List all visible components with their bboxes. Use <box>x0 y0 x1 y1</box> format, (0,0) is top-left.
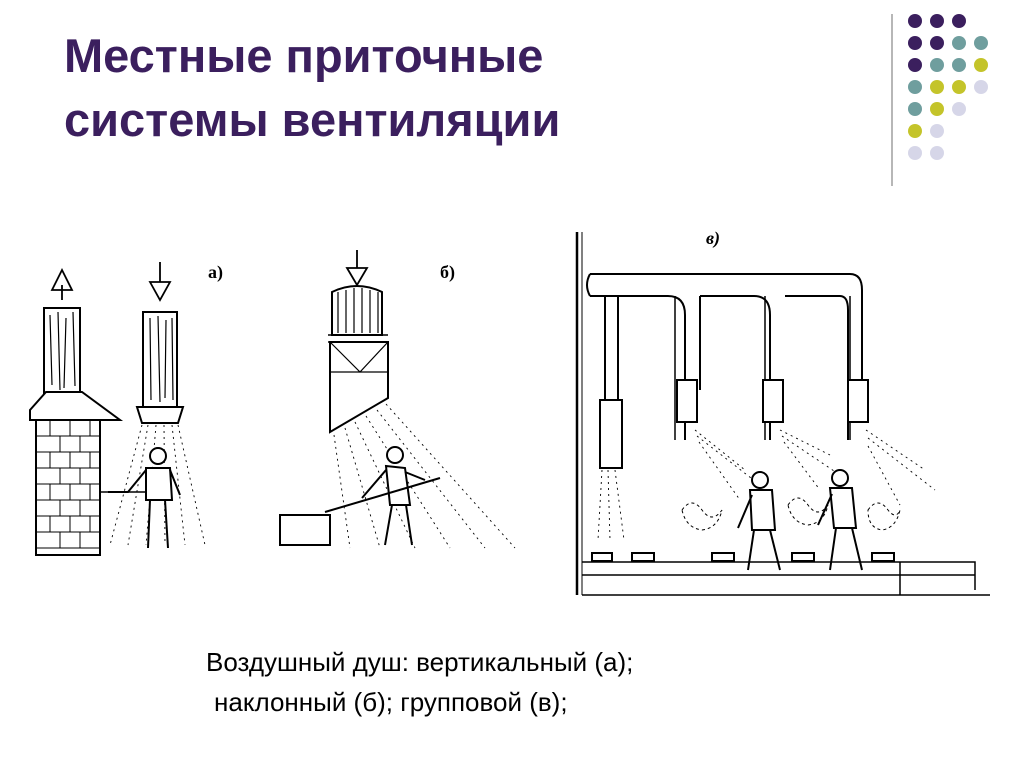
decorative-dot <box>952 80 966 94</box>
caption-line-1: Воздушный душ: вертикальный (а); <box>206 647 634 677</box>
decorative-dot <box>908 124 922 138</box>
slide-title: Местные приточные системы вентиляции <box>64 24 844 152</box>
decorative-dot <box>908 36 922 50</box>
label-b: б) <box>440 262 455 283</box>
air-shower-vertical <box>29 262 206 556</box>
decorative-dot <box>908 58 922 72</box>
label-a: а) <box>208 262 223 283</box>
slide-title-line-1: Местные приточные <box>64 29 544 82</box>
air-shower-inclined <box>279 250 516 549</box>
decorative-dot <box>952 58 966 72</box>
decorative-dot <box>930 124 944 138</box>
decorative-dot <box>930 80 944 94</box>
decorative-dot <box>930 36 944 50</box>
decorative-dot <box>974 80 988 94</box>
decorative-dot <box>930 58 944 72</box>
decorative-dot <box>908 102 922 116</box>
decorative-dot-grid <box>908 14 1004 164</box>
label-v: в) <box>706 228 720 249</box>
decorative-dot <box>908 14 922 28</box>
figure-caption: Воздушный душ: вертикальный (а); наклонн… <box>206 642 906 722</box>
caption-line-2: наклонный (б); групповой (в); <box>214 687 568 717</box>
slide-title-line-2: системы вентиляции <box>64 93 561 146</box>
decorative-dot <box>974 36 988 50</box>
decorative-dot <box>908 146 922 160</box>
decorative-dot <box>930 14 944 28</box>
ventilation-illustration: а) б) <box>29 228 990 596</box>
decorative-dot <box>952 102 966 116</box>
decorative-dot <box>952 14 966 28</box>
air-shower-group <box>575 232 990 596</box>
decorative-divider <box>891 14 893 186</box>
decorative-dot <box>908 80 922 94</box>
decorative-dot <box>930 146 944 160</box>
decorative-dot <box>974 58 988 72</box>
decorative-dot <box>952 36 966 50</box>
decorative-dot <box>930 102 944 116</box>
